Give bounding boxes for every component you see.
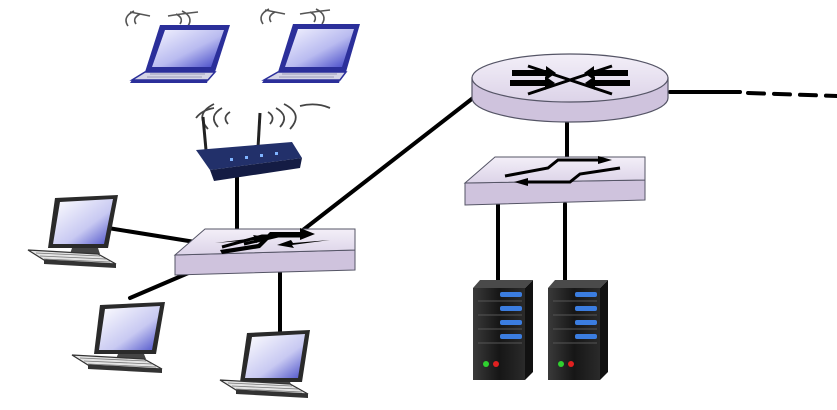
wifi-signal-icon <box>260 8 331 25</box>
desktop-computer-icon <box>219 330 310 398</box>
link-switch-router <box>301 96 475 232</box>
router-icon <box>471 53 669 123</box>
server-icon <box>473 280 533 380</box>
laptop-1 <box>125 10 230 83</box>
server-1 <box>473 280 533 380</box>
laptop-2 <box>260 8 360 83</box>
switch-left <box>173 228 356 276</box>
wireless-router-icon <box>196 112 302 181</box>
switch-icon <box>463 156 646 206</box>
desktop-computer-icon <box>71 302 165 373</box>
desktop-1 <box>27 195 118 268</box>
server-icon <box>548 280 608 380</box>
links <box>106 90 837 337</box>
router <box>471 53 669 123</box>
server-2 <box>548 280 608 380</box>
desktop-3 <box>219 330 310 398</box>
wifi-signal-icon <box>195 103 331 130</box>
wifi-signal-icon <box>125 10 199 27</box>
desktop-computer-icon <box>27 195 118 268</box>
switch-right <box>463 156 646 206</box>
switch-icon <box>173 228 356 276</box>
wifi-ap <box>195 103 331 181</box>
link-router-external-dashed <box>746 91 837 98</box>
link-desktop1-switch <box>106 226 197 244</box>
laptop-icon <box>261 24 360 83</box>
laptop-icon <box>129 25 230 83</box>
desktop-2 <box>71 302 165 373</box>
